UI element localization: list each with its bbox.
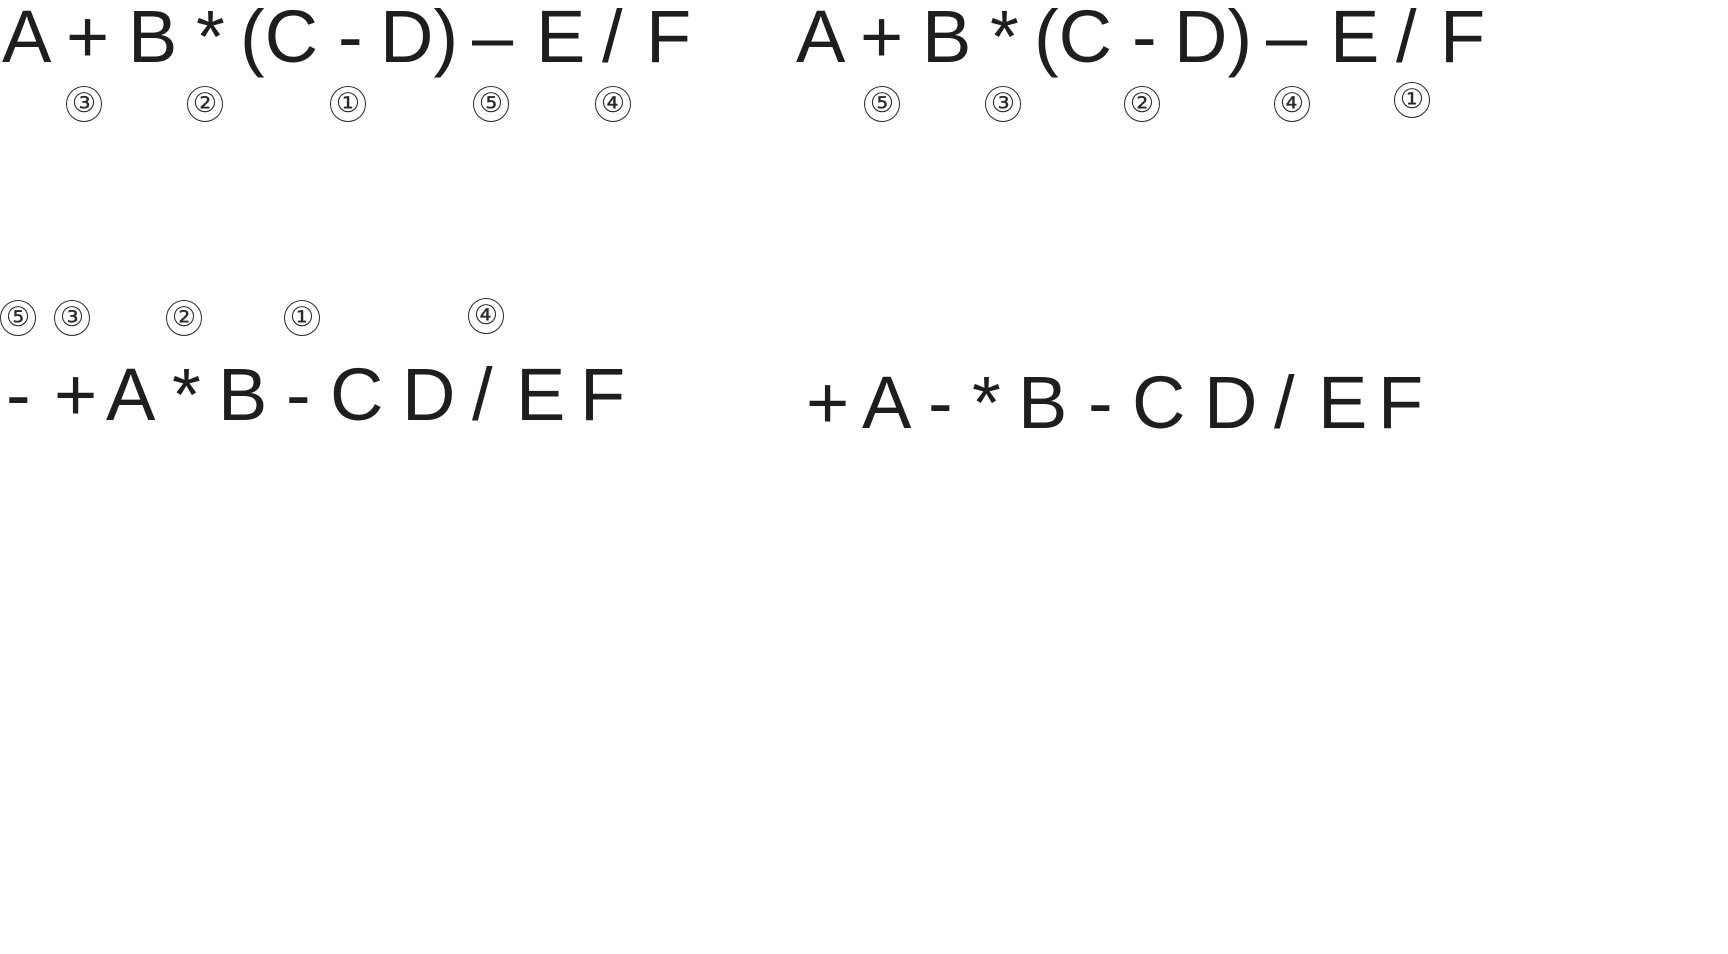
operand-b: B — [218, 353, 268, 436]
operator-plus: + — [806, 361, 850, 444]
operand-d-paren: D) — [380, 0, 459, 78]
operator-multiply: * — [990, 0, 1019, 78]
operator-plus: + — [54, 353, 98, 436]
order-mark: ④ — [468, 298, 504, 334]
operand-a: A — [862, 361, 912, 444]
operator-minus: - — [6, 353, 31, 436]
order-mark: ① — [330, 86, 366, 122]
order-mark: ③ — [66, 86, 102, 122]
operand-e: E — [1318, 361, 1368, 444]
operand-b: B — [1018, 361, 1068, 444]
prefix-expression-2: + A - * B - C D / E F — [806, 366, 1506, 446]
operator-divide: / — [1274, 361, 1295, 444]
order-mark: ③ — [985, 86, 1021, 122]
order-mark: ③ — [54, 300, 90, 336]
operand-f: F — [1378, 361, 1424, 444]
operator-divide: / — [602, 0, 623, 78]
order-mark: ① — [284, 300, 320, 336]
operand-f: F — [1440, 0, 1486, 78]
order-mark: ② — [187, 86, 223, 122]
operator-plus: + — [860, 0, 904, 78]
operand-c-paren: (C — [1034, 0, 1113, 78]
operator-minus: - — [928, 361, 953, 444]
operand-c: C — [330, 353, 384, 436]
operand-f: F — [646, 0, 692, 78]
prefix-expression-1: - + A * B - C D / E F — [0, 358, 700, 438]
operand-e: E — [1330, 0, 1380, 78]
operand-c-paren: (C — [240, 0, 319, 78]
operand-d: D — [1204, 361, 1258, 444]
order-mark: ⑤ — [864, 86, 900, 122]
operand-b: B — [128, 0, 178, 78]
infix-expression-2: A + B * (C - D) – E / F — [794, 0, 1554, 80]
operand-e: E — [516, 353, 566, 436]
order-mark: ④ — [1274, 86, 1310, 122]
operand-f: F — [580, 353, 626, 436]
operand-e: E — [536, 0, 586, 78]
operand-a: A — [2, 0, 52, 78]
operator-plus: + — [66, 0, 110, 78]
order-mark: ① — [1394, 82, 1430, 118]
operator-multiply: * — [196, 0, 225, 78]
operator-minus: - — [338, 0, 363, 78]
order-mark: ④ — [595, 86, 631, 122]
order-mark: ⑤ — [0, 300, 36, 336]
operand-d-paren: D) — [1174, 0, 1253, 78]
infix-expression-1: A + B * (C - D) – E / F — [0, 0, 760, 80]
operator-minus-long: – — [1266, 0, 1308, 78]
operand-c: C — [1132, 361, 1186, 444]
operator-minus: - — [286, 353, 311, 436]
operand-a: A — [106, 353, 156, 436]
operator-minus-long: – — [472, 0, 514, 78]
operator-minus: - — [1132, 0, 1157, 78]
order-mark: ⑤ — [473, 86, 509, 122]
operand-d: D — [402, 353, 456, 436]
operator-divide: / — [472, 353, 493, 436]
operator-multiply: * — [172, 353, 201, 436]
operator-minus: - — [1088, 361, 1113, 444]
operand-b: B — [922, 0, 972, 78]
operator-multiply: * — [972, 361, 1001, 444]
order-mark: ② — [166, 300, 202, 336]
operator-divide: / — [1396, 0, 1417, 78]
order-mark: ② — [1124, 86, 1160, 122]
operand-a: A — [796, 0, 846, 78]
